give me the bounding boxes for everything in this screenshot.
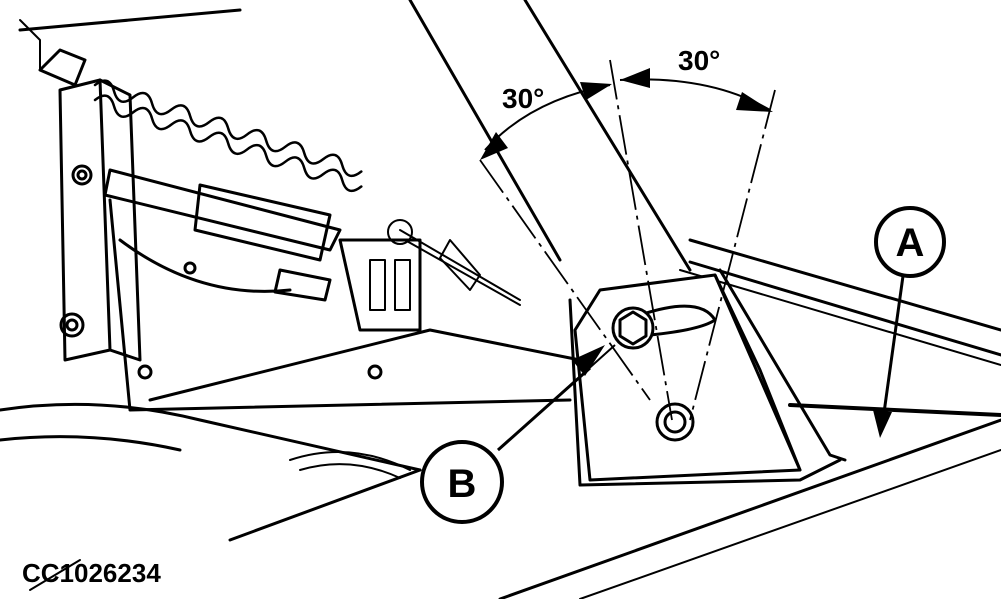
callout-b-letter: B — [448, 462, 477, 506]
guide-left-30 — [479, 159, 651, 401]
guide-center — [609, 59, 673, 421]
callout-a-letter: A — [896, 221, 925, 265]
callout-b: B — [420, 344, 616, 524]
guide-right-30 — [689, 89, 776, 421]
angle-label-right: 30° — [678, 45, 720, 76]
angle-guides — [479, 59, 776, 421]
arrowhead-center-right — [620, 68, 650, 88]
arrowhead-right-end — [736, 92, 773, 112]
coil-spring — [19, 19, 363, 193]
angle-label-left: 30° — [502, 83, 544, 114]
arrowhead-center-left — [580, 82, 612, 100]
figure-id: CC1026234 — [22, 558, 161, 588]
arrowhead-left-end — [480, 132, 508, 160]
left-bracket-plate — [58, 78, 142, 362]
hydraulic-cylinder — [103, 168, 422, 380]
lower-housing — [108, 198, 842, 487]
callout-a: A — [873, 206, 946, 438]
threaded-rod — [387, 219, 521, 306]
angle-arrowheads — [480, 68, 773, 160]
pivot-bracket — [573, 268, 847, 482]
